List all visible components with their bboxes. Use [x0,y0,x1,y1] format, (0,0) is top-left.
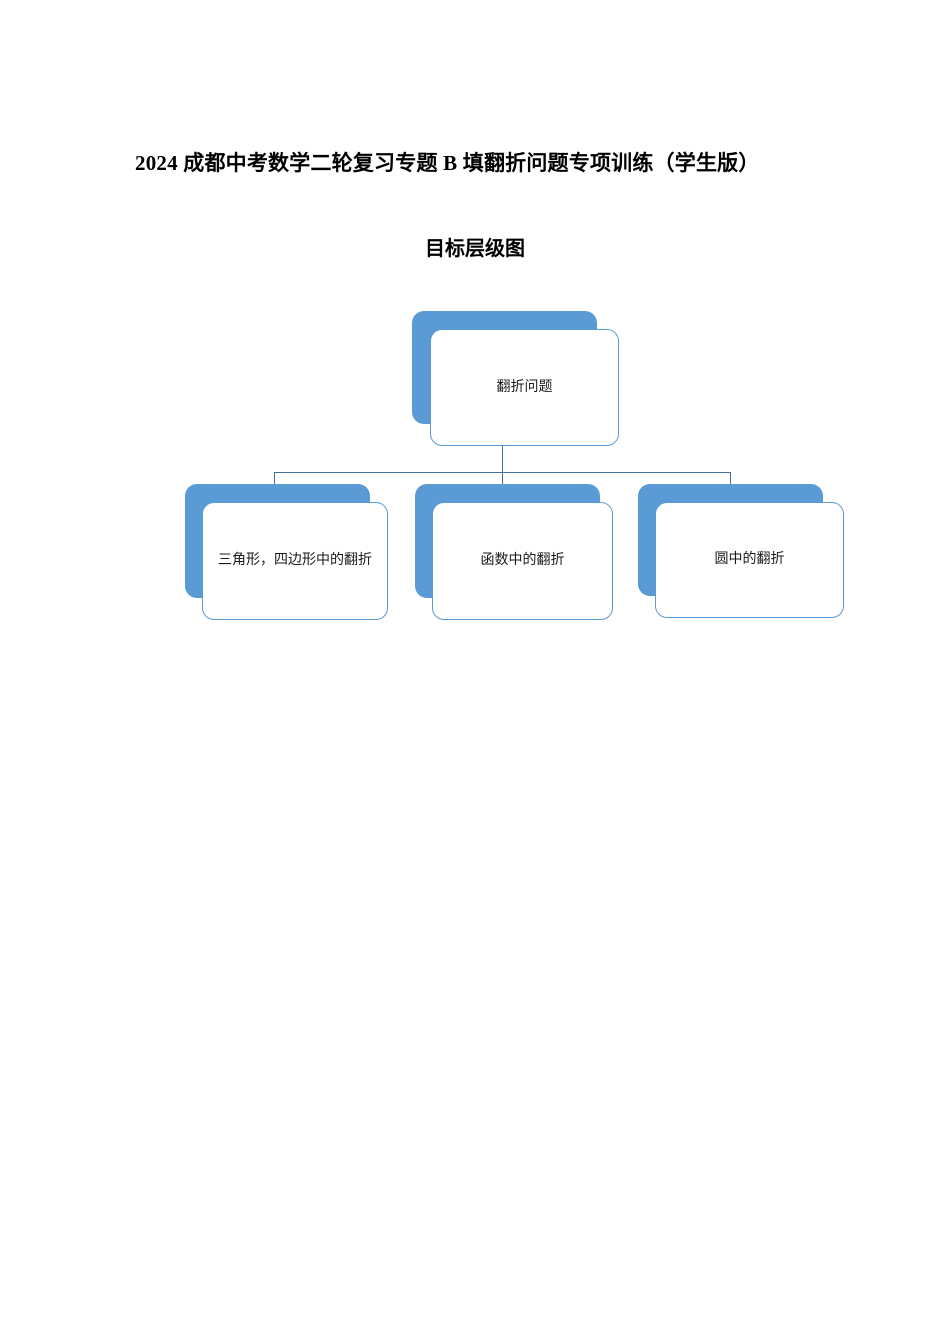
root-node-label: 翻折问题 [496,379,553,395]
child-2-node-label: 函数中的翻折 [480,553,565,569]
child-1-node-card[interactable]: 三角形，四边形中的翻折 [202,502,388,620]
page-title: 2024 成都中考数学二轮复习专题 B 填翻折问题专项训练（学生版） [135,151,760,175]
child-3-node-card[interactable]: 圆中的翻折 [655,502,844,618]
connector-root-stem [502,446,503,472]
connector-drop-child-3 [730,472,731,485]
connector-drop-child-2 [502,472,503,485]
connector-drop-child-1 [274,472,275,485]
child-3-node-label: 圆中的翻折 [714,552,785,568]
root-node-card[interactable]: 翻折问题 [430,329,619,446]
diagram-heading: 目标层级图 [425,238,525,260]
child-1-node-label: 三角形，四边形中的翻折 [218,553,372,569]
child-2-node-card[interactable]: 函数中的翻折 [432,502,613,620]
